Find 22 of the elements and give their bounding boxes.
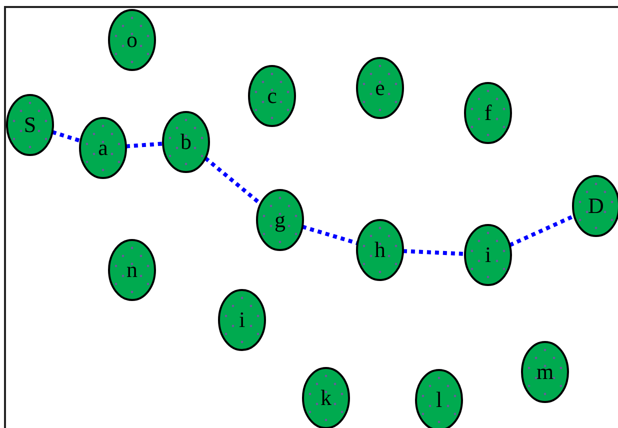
dotted-connector <box>302 224 358 246</box>
node-letter: n <box>126 259 138 281</box>
node-letter: g <box>274 209 286 231</box>
node-letter: i <box>238 309 246 331</box>
node-letter: k <box>320 387 332 409</box>
node-letter: S <box>24 114 36 136</box>
dotted-connector <box>204 156 262 206</box>
node-letter: h <box>374 239 386 261</box>
dotted-connector <box>52 130 82 143</box>
node-letter: m <box>536 361 554 383</box>
node-letter: l <box>436 389 442 411</box>
dotted-connector <box>126 142 164 148</box>
node-letter: f <box>484 102 492 124</box>
node-letter: i <box>484 244 492 266</box>
node-letter: b <box>180 131 192 153</box>
node-letter: e <box>375 77 385 99</box>
dotted-connector <box>402 249 466 256</box>
node-letter: D <box>588 195 604 217</box>
node-letter: o <box>126 29 138 51</box>
node-letter: a <box>98 137 108 159</box>
node-letter: c <box>267 85 277 107</box>
dotted-connector <box>508 214 576 247</box>
